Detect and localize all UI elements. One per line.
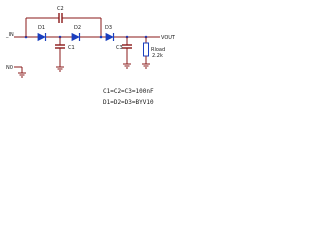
- c2-label: C2: [57, 6, 64, 12]
- capacitor-c3: [122, 44, 132, 49]
- rload-name-label: Rload: [151, 47, 165, 53]
- c3-label: C3: [116, 45, 123, 51]
- resistor-rload: [143, 42, 149, 57]
- rload-value-label: 2.2k: [152, 53, 163, 59]
- rload-ground-symbol: [142, 63, 150, 69]
- input-port-label: _IN: [5, 32, 14, 38]
- c1-ground-symbol: [56, 66, 64, 72]
- d2-label: D2: [74, 25, 81, 31]
- d3-label: D3: [105, 25, 112, 31]
- capacitor-c1: [55, 44, 65, 49]
- capacitor-values-note: C1=C2=C3=100nF: [103, 88, 154, 95]
- n0-port-label: N0: [6, 65, 13, 71]
- c3-ground-symbol: [123, 63, 131, 69]
- d1-label: D1: [38, 25, 45, 31]
- diode-d1: [37, 32, 47, 42]
- c2-right-junction: [99, 35, 103, 39]
- diode-d2: [71, 32, 81, 42]
- capacitor-c2: [58, 13, 63, 23]
- voltage-multiplier-schematic: _IN N0 C2 D1 C1 D2: [5, 6, 176, 106]
- diode-d3: [105, 32, 115, 42]
- n0-ground-symbol: [18, 72, 26, 78]
- output-port-label: VOUT: [161, 35, 176, 41]
- c1-label: C1: [68, 45, 75, 51]
- diode-values-note: D1=D2=D3=BYV10: [103, 99, 154, 106]
